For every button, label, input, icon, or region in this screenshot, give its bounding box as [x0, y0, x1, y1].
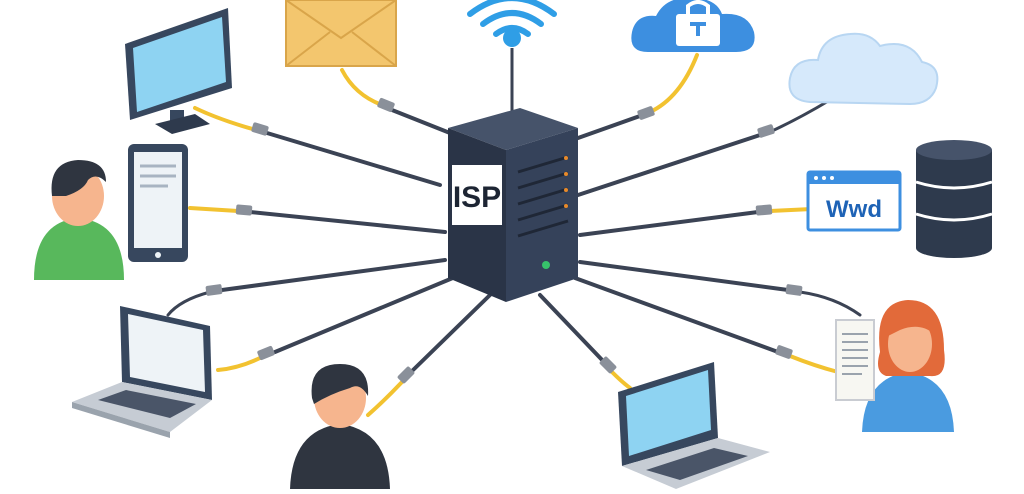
- cable-email: [340, 68, 457, 137]
- connector: [235, 204, 253, 216]
- cloud-lock-icon: [631, 0, 755, 52]
- connector: [251, 122, 269, 136]
- isp-label-plate: [452, 165, 502, 225]
- cable-web-database: [578, 204, 814, 237]
- isp-server: ISP: [448, 48, 578, 302]
- laptop-bottom-screen: [626, 370, 711, 456]
- server-vents: [517, 155, 569, 238]
- connector: [205, 284, 223, 296]
- cable-user-bottom: [366, 293, 492, 417]
- user-bottom-person-icon: [290, 364, 390, 489]
- database-icon: [915, 140, 993, 258]
- isp-label: ISP: [453, 181, 501, 214]
- connector: [785, 284, 803, 296]
- envelope-icon: [285, 0, 397, 67]
- cable-document: [573, 276, 840, 374]
- cable-laptop-left: [166, 258, 462, 372]
- connector: [757, 124, 775, 138]
- power-light: [542, 261, 550, 269]
- cable-monitor: [193, 106, 442, 187]
- user-right-person-icon: [862, 300, 954, 432]
- monitor-icon: [125, 8, 232, 134]
- wifi-icon: [467, 0, 557, 47]
- cables: [166, 53, 862, 417]
- document-icon: [835, 319, 875, 401]
- cloud-icon: [788, 32, 939, 106]
- laptop-left-icon: [72, 306, 212, 438]
- cable-laptop-bottom: [538, 293, 632, 390]
- laptop-left-screen: [128, 314, 205, 392]
- browser-window-icon: Wwd: [806, 170, 902, 232]
- cable-tablet: [188, 204, 447, 234]
- laptop-bottom-icon: [618, 362, 770, 489]
- connector: [637, 106, 655, 120]
- cable-cloud: [576, 98, 832, 197]
- browser-label: Wwd: [826, 196, 882, 223]
- cable-user-right: [578, 260, 862, 317]
- connector: [755, 204, 773, 216]
- connector: [257, 345, 275, 361]
- connector: [377, 97, 395, 113]
- cable-secure-cloud: [576, 53, 699, 140]
- tablet-icon: [128, 144, 188, 262]
- connector: [599, 356, 617, 374]
- connector: [775, 345, 793, 359]
- monitor-screen: [133, 17, 226, 112]
- connector: [397, 366, 415, 384]
- user-left-person-icon: [34, 160, 124, 280]
